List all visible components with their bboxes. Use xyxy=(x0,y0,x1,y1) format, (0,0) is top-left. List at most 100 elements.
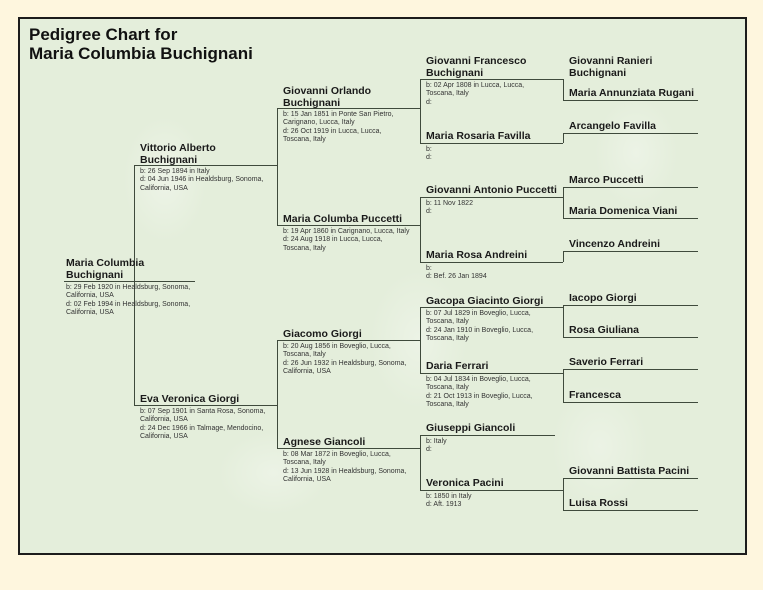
connector-p12 xyxy=(563,305,564,337)
death: d: 24 Jan 1910 in Boveglio, Lucca, xyxy=(426,326,534,334)
person-name-p8[interactable]: Giovanni Francesco Buchignani xyxy=(426,55,526,79)
line-p27 xyxy=(563,402,698,403)
person-name-p10[interactable]: Giovanni Antonio Puccetti xyxy=(426,184,557,196)
line-p24 xyxy=(563,305,698,306)
person-name-p14[interactable]: Giuseppi Giancoli xyxy=(426,422,515,434)
birth-place: Toscana, Italy xyxy=(283,459,326,467)
title-line-1: Pedigree Chart for xyxy=(29,25,178,44)
birth-place: Carignano, Lucca, Italy xyxy=(283,119,355,127)
birth: b: 29 Feb 1920 in Healdsburg, Sonoma, xyxy=(66,284,191,291)
line-p10 xyxy=(420,197,563,198)
death: d: 13 Jun 1928 in Healdsburg, Sonoma, xyxy=(283,467,407,475)
name-line: Buchignani xyxy=(66,269,124,281)
line-p2 xyxy=(134,165,277,166)
person-name-p24[interactable]: Iacopo Giorgi xyxy=(569,292,637,304)
name-line: Luisa Rossi xyxy=(569,497,628,509)
person-name-p9[interactable]: Maria Rosaria Favilla xyxy=(426,130,530,142)
death-place: Toscana, Italy xyxy=(426,334,469,342)
person-name-p15[interactable]: Veronica Pacini xyxy=(426,477,504,489)
line-p3 xyxy=(134,405,277,406)
person-name-p26[interactable]: Saverio Ferrari xyxy=(569,356,643,368)
line-p11 xyxy=(420,262,563,263)
person-name-p21[interactable]: Maria Domenica Viani xyxy=(569,205,677,217)
connector-p8 xyxy=(563,79,564,100)
person-name-p7[interactable]: Agnese Giancoli xyxy=(283,436,365,448)
person-name-p5[interactable]: Maria Columba Puccetti xyxy=(283,213,402,225)
death-place: California, USA xyxy=(283,367,331,375)
birth-place: California, USA xyxy=(140,416,188,424)
person-details-p10: b: 11 Nov 1822 d: xyxy=(426,200,473,217)
death: d: 21 Oct 1913 in Boveglio, Lucca, xyxy=(426,392,533,400)
birth: b: Italy xyxy=(426,438,447,445)
line-p5 xyxy=(277,225,420,226)
person-name-p1[interactable]: Maria Columbia Buchignani xyxy=(66,257,144,281)
birth-place: California, USA xyxy=(66,292,114,300)
person-details-p12: b: 07 Jul 1829 in Boveglio, Lucca, Tosca… xyxy=(426,310,533,343)
person-name-p11[interactable]: Maria Rosa Andreini xyxy=(426,249,527,261)
birth: b: 02 Apr 1808 in Lucca, Lucca, xyxy=(426,82,525,89)
name-line: Giovanni Antonio Puccetti xyxy=(426,184,557,196)
line-p25 xyxy=(563,337,698,338)
name-line: Iacopo Giorgi xyxy=(569,292,637,304)
birth: b: 26 Sep 1894 in Italy xyxy=(140,168,210,175)
connector-p10 xyxy=(563,187,564,218)
name-line: Maria Columba Puccetti xyxy=(283,213,403,225)
person-name-p27[interactable]: Francesca xyxy=(569,389,621,401)
person-name-p30[interactable]: Giovanni Battista Pacini xyxy=(569,465,689,477)
line-p6 xyxy=(277,340,420,341)
person-name-p25[interactable]: Rosa Giuliana xyxy=(569,324,639,336)
name-line: Buchignani xyxy=(140,154,198,166)
line-p1 xyxy=(64,281,195,282)
person-details-p14: b: Italy d: xyxy=(426,438,447,455)
birth: b: xyxy=(426,265,432,272)
person-name-p20[interactable]: Marco Puccetti xyxy=(569,174,644,186)
connector-p3 xyxy=(277,340,278,448)
death-place: Toscana, Italy xyxy=(283,244,326,252)
name-line: Arcangelo Favilla xyxy=(569,120,656,132)
death: d: 02 Feb 1994 in Healdsburg, Sonoma, xyxy=(66,300,191,308)
person-name-p17[interactable]: Maria Annunziata Rugani xyxy=(569,87,694,99)
birth: b: 07 Jul 1829 in Boveglio, Lucca, xyxy=(426,310,531,317)
birth: b: 1850 in Italy xyxy=(426,493,472,500)
death: d: xyxy=(426,154,432,162)
line-p18 xyxy=(563,133,698,134)
birth: b: 19 Apr 1860 in Carignano, Lucca, Ital… xyxy=(283,228,410,235)
person-name-p31[interactable]: Luisa Rossi xyxy=(569,497,628,509)
birth-place: Toscana, Italy xyxy=(283,351,326,359)
death: d: Bef. 26 Jan 1894 xyxy=(426,273,487,281)
death: d: xyxy=(426,446,432,454)
name-line: Gacopa Giacinto Giorgi xyxy=(426,295,544,307)
person-name-p2[interactable]: Vittorio Alberto Buchignani xyxy=(140,142,216,166)
person-name-p16[interactable]: Giovanni Ranieri Buchignani xyxy=(569,55,652,79)
person-name-p6[interactable]: Giacomo Giorgi xyxy=(283,328,362,340)
death-place: California, USA xyxy=(140,184,188,192)
name-line: Veronica Pacini xyxy=(426,477,504,489)
line-p14 xyxy=(420,435,555,436)
name-line: Marco Puccetti xyxy=(569,174,644,186)
name-line: Maria Rosaria Favilla xyxy=(426,130,531,142)
person-name-p13[interactable]: Daria Ferrari xyxy=(426,360,488,372)
birth: b: xyxy=(426,146,432,153)
name-line: Giovanni Battista Pacini xyxy=(569,465,690,477)
person-name-p3[interactable]: Eva Veronica Giorgi xyxy=(140,393,239,405)
name-line: Maria Rosa Andreini xyxy=(426,249,528,261)
name-line: Giuseppi Giancoli xyxy=(426,422,516,434)
birth-place: Toscana, Italy xyxy=(426,384,469,392)
person-name-p18[interactable]: Arcangelo Favilla xyxy=(569,120,656,132)
line-p13 xyxy=(420,373,563,374)
person-details-p4: b: 15 Jan 1851 in Ponte San Pietro, Cari… xyxy=(283,111,394,144)
birth-place: Toscana, Italy xyxy=(426,90,469,98)
name-line: Giovanni Orlando xyxy=(283,85,372,97)
name-line: Maria Columbia xyxy=(66,257,145,269)
page-title: Pedigree Chart for Maria Columbia Buchig… xyxy=(29,25,253,63)
name-line: Giacomo Giorgi xyxy=(283,328,362,340)
line-p7 xyxy=(277,448,420,449)
name-line: Vittorio Alberto xyxy=(140,142,216,154)
death: d: 04 Jun 1946 in Healdsburg, Sonoma, xyxy=(140,176,264,184)
person-name-p22[interactable]: Vincenzo Andreini xyxy=(569,238,660,250)
person-name-p4[interactable]: Giovanni Orlando Buchignani xyxy=(283,85,371,109)
name-line: Maria Domenica Viani xyxy=(569,205,678,217)
birth: b: 15 Jan 1851 in Ponte San Pietro, xyxy=(283,111,394,118)
line-p26 xyxy=(563,369,698,370)
person-name-p12[interactable]: Gacopa Giacinto Giorgi xyxy=(426,295,543,307)
